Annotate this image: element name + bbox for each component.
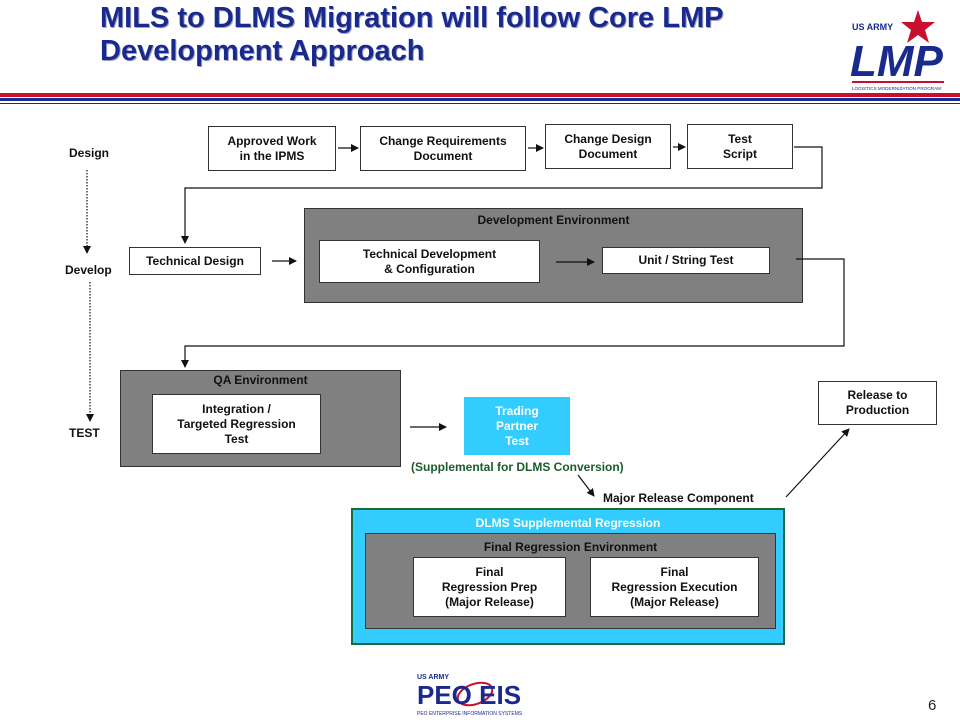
trading-partner-test-box: Trading Partner Test	[464, 397, 570, 455]
lmp-logo-sub-text: LOGISTICS MODERNIZATION PROGRAM	[852, 86, 941, 91]
phase-design-label: Design	[69, 146, 110, 160]
peo-logo-sub-text: PEO ENTERPRISE INFORMATION SYSTEMS	[417, 711, 523, 717]
integration-test-box: Integration / Targeted Regression Test	[152, 394, 321, 454]
final-regression-prep-box: Final Regression Prep (Major Release)	[413, 557, 566, 617]
peo-logo-top-text: US ARMY	[417, 674, 449, 681]
header-rule-blue	[0, 98, 960, 101]
technical-development-box: Technical Development & Configuration	[319, 240, 540, 283]
arrow-script-to-technical-design	[181, 146, 823, 244]
final-regression-execution-box: Final Regression Execution (Major Releas…	[590, 557, 759, 617]
change-requirements-box: Change Requirements Document	[360, 126, 526, 171]
page-number: 6	[928, 697, 937, 714]
release-to-production-box: Release to Production	[818, 381, 937, 425]
peo-logo-main-text: PEO EIS	[417, 680, 521, 710]
qa-environment-label: QA Environment	[213, 373, 308, 387]
lmp-logo-top-text: US ARMY	[852, 22, 893, 32]
lmp-logo-main-text: LMP	[850, 37, 944, 86]
header-rule-thin	[0, 103, 960, 104]
header-rule-red	[0, 93, 960, 97]
arrow-major-release-to-production	[785, 428, 850, 498]
arrow-supplemental-to-major-release	[577, 474, 595, 497]
major-release-component-label: Major Release Component	[603, 491, 754, 505]
peo-eis-logo: US ARMY PEO EIS PEO ENTERPRISE INFORMATI…	[415, 670, 550, 718]
phase-develop-label: Develop	[65, 263, 112, 277]
development-environment-label: Development Environment	[477, 213, 630, 227]
dlms-supplemental-regression-label: DLMS Supplemental Regression	[475, 516, 661, 530]
phase-test-label: TEST	[69, 426, 100, 440]
approved-work-box: Approved Work in the IPMS	[208, 126, 336, 171]
technical-design-box: Technical Design	[129, 247, 261, 275]
unit-string-test-box: Unit / String Test	[602, 247, 770, 274]
arrow-unit-test-to-qa	[181, 258, 845, 368]
final-regression-environment-label: Final Regression Environment	[483, 540, 658, 554]
test-script-box: Test Script	[687, 124, 793, 169]
change-design-box: Change Design Document	[545, 124, 671, 169]
supplemental-note: (Supplemental for DLMS Conversion)	[411, 460, 624, 474]
page-title: MILS to DLMS Migration will follow Core …	[100, 2, 723, 67]
lmp-logo: US ARMY LMP LOGISTICS MODERNIZATION PROG…	[848, 8, 948, 92]
